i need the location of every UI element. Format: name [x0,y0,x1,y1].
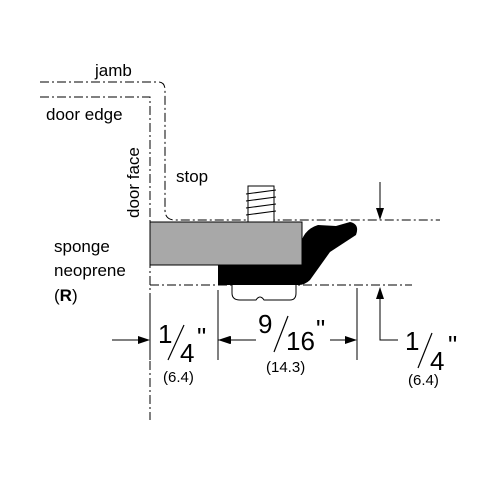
dim-arrow-right-bottom [376,287,398,341]
frac-slash-right [417,332,433,369]
dim-arrow-middle-right [330,336,357,344]
dim-arrow-left [112,336,150,344]
stop-label: stop [176,167,208,186]
screw-icon [245,185,277,223]
dim-right-numerator: 1 [405,326,419,356]
neoprene-gasket [218,222,358,285]
dim-left-inch-mark: " [197,322,206,352]
dim-right-metric: (6.4) [408,372,439,389]
dim-arrow-right-top [376,182,384,220]
neoprene-label: neoprene [54,261,126,280]
mount-bulb [231,285,297,301]
dim-middle-inch-mark: " [316,314,325,344]
registered-mark-label: (R) [54,286,78,305]
dim-middle-denominator: 16 [286,326,315,356]
dim-left-metric: (6.4) [163,369,194,386]
dim-left-denominator: 4 [180,338,194,368]
dim-left-numerator: 1 [158,319,172,349]
sponge-strip [149,221,303,266]
door-edge-label: door edge [46,105,123,124]
sponge-label: sponge [54,237,110,256]
frac-slash-middle [273,315,289,353]
dim-middle-metric: (14.3) [266,359,305,376]
dim-middle-numerator: 9 [258,309,272,339]
dim-arrow-middle-left [219,336,256,344]
frac-slash-left [167,324,185,361]
door-face-label: door face [124,147,143,218]
dim-right-inch-mark: " [448,330,457,360]
jamb-label: jamb [94,61,132,80]
door-edge-outline [40,96,151,420]
jamb-outline [40,81,440,221]
dim-right-denominator: 4 [430,346,444,376]
